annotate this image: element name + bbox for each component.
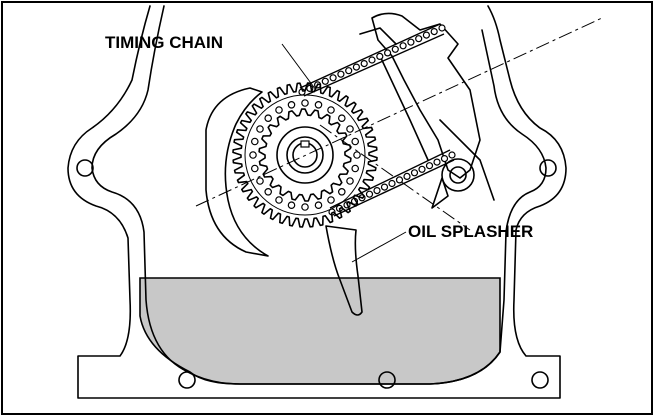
- chain-link: [403, 172, 411, 180]
- chain-pin: [287, 101, 296, 109]
- chain-link: [373, 187, 381, 195]
- bolt-holes: [76, 159, 557, 389]
- chain-link: [365, 190, 374, 198]
- chain-pin: [275, 106, 283, 114]
- oil-sump: [139, 277, 501, 385]
- chain-pin: [351, 164, 360, 173]
- chain-rail: [303, 33, 445, 97]
- chain-rail: [333, 159, 455, 217]
- centerline-2: [319, 124, 471, 231]
- chain-pin: [264, 188, 273, 196]
- chain-link: [321, 77, 329, 85]
- chain-link: [399, 42, 407, 50]
- chain-rail: [299, 23, 441, 89]
- camshaft-bracket: [359, 12, 495, 201]
- gear-housing: [205, 87, 269, 257]
- oil-splasher-leader: [351, 231, 407, 263]
- crankcase-outline: [67, 5, 567, 399]
- timing-chain-leader: [281, 43, 317, 91]
- chain-link: [380, 183, 389, 191]
- chain-pin: [301, 99, 309, 107]
- chain-pin: [249, 151, 257, 159]
- chain-link: [360, 59, 368, 68]
- chain-pin: [275, 196, 283, 204]
- chain-pin: [301, 203, 309, 211]
- chain-link: [418, 165, 426, 173]
- chain-pin: [337, 114, 346, 123]
- chain-link: [433, 158, 441, 166]
- chain-pin: [346, 125, 354, 133]
- timing-chain-links: [298, 23, 456, 217]
- chain-link: [425, 162, 434, 170]
- chain-pin: [351, 137, 360, 146]
- chain-pin: [251, 137, 259, 146]
- chain-link: [415, 35, 423, 43]
- crank-gear: [232, 82, 378, 228]
- chain-pin: [264, 114, 273, 123]
- chain-link: [345, 67, 353, 75]
- chain-link: [329, 74, 337, 82]
- chain-link: [448, 151, 456, 159]
- chain-pin: [337, 188, 346, 196]
- chain-link: [376, 52, 384, 61]
- chain-link: [388, 179, 396, 188]
- chain-link: [368, 56, 376, 64]
- chain-link: [430, 28, 438, 36]
- chain-pin: [251, 164, 259, 173]
- chain-link: [391, 45, 399, 53]
- chain-pin: [287, 201, 296, 210]
- chain-pin: [256, 125, 264, 133]
- oil-splasher: [325, 225, 363, 316]
- chain-link: [395, 176, 404, 184]
- chain-rail: [329, 149, 451, 209]
- chain-pin: [327, 196, 335, 204]
- chain-pin: [256, 177, 264, 185]
- chain-link: [438, 24, 446, 32]
- chain-pin: [314, 201, 323, 210]
- timing-chain-label: TIMING CHAIN: [105, 33, 223, 52]
- chain-pin: [314, 101, 323, 109]
- chain-link: [384, 49, 392, 57]
- chain-link: [337, 70, 345, 78]
- chain-link: [422, 31, 430, 39]
- chain-pin: [353, 151, 361, 159]
- chain-link: [352, 63, 360, 71]
- oil-splasher-label: OIL SPLASHER: [408, 222, 533, 241]
- chain-link: [440, 155, 449, 163]
- chain-pin: [346, 177, 354, 185]
- chain-pin: [327, 106, 335, 114]
- chain-link: [407, 38, 415, 46]
- cam-gear: [431, 158, 475, 209]
- chain-link: [410, 169, 419, 177]
